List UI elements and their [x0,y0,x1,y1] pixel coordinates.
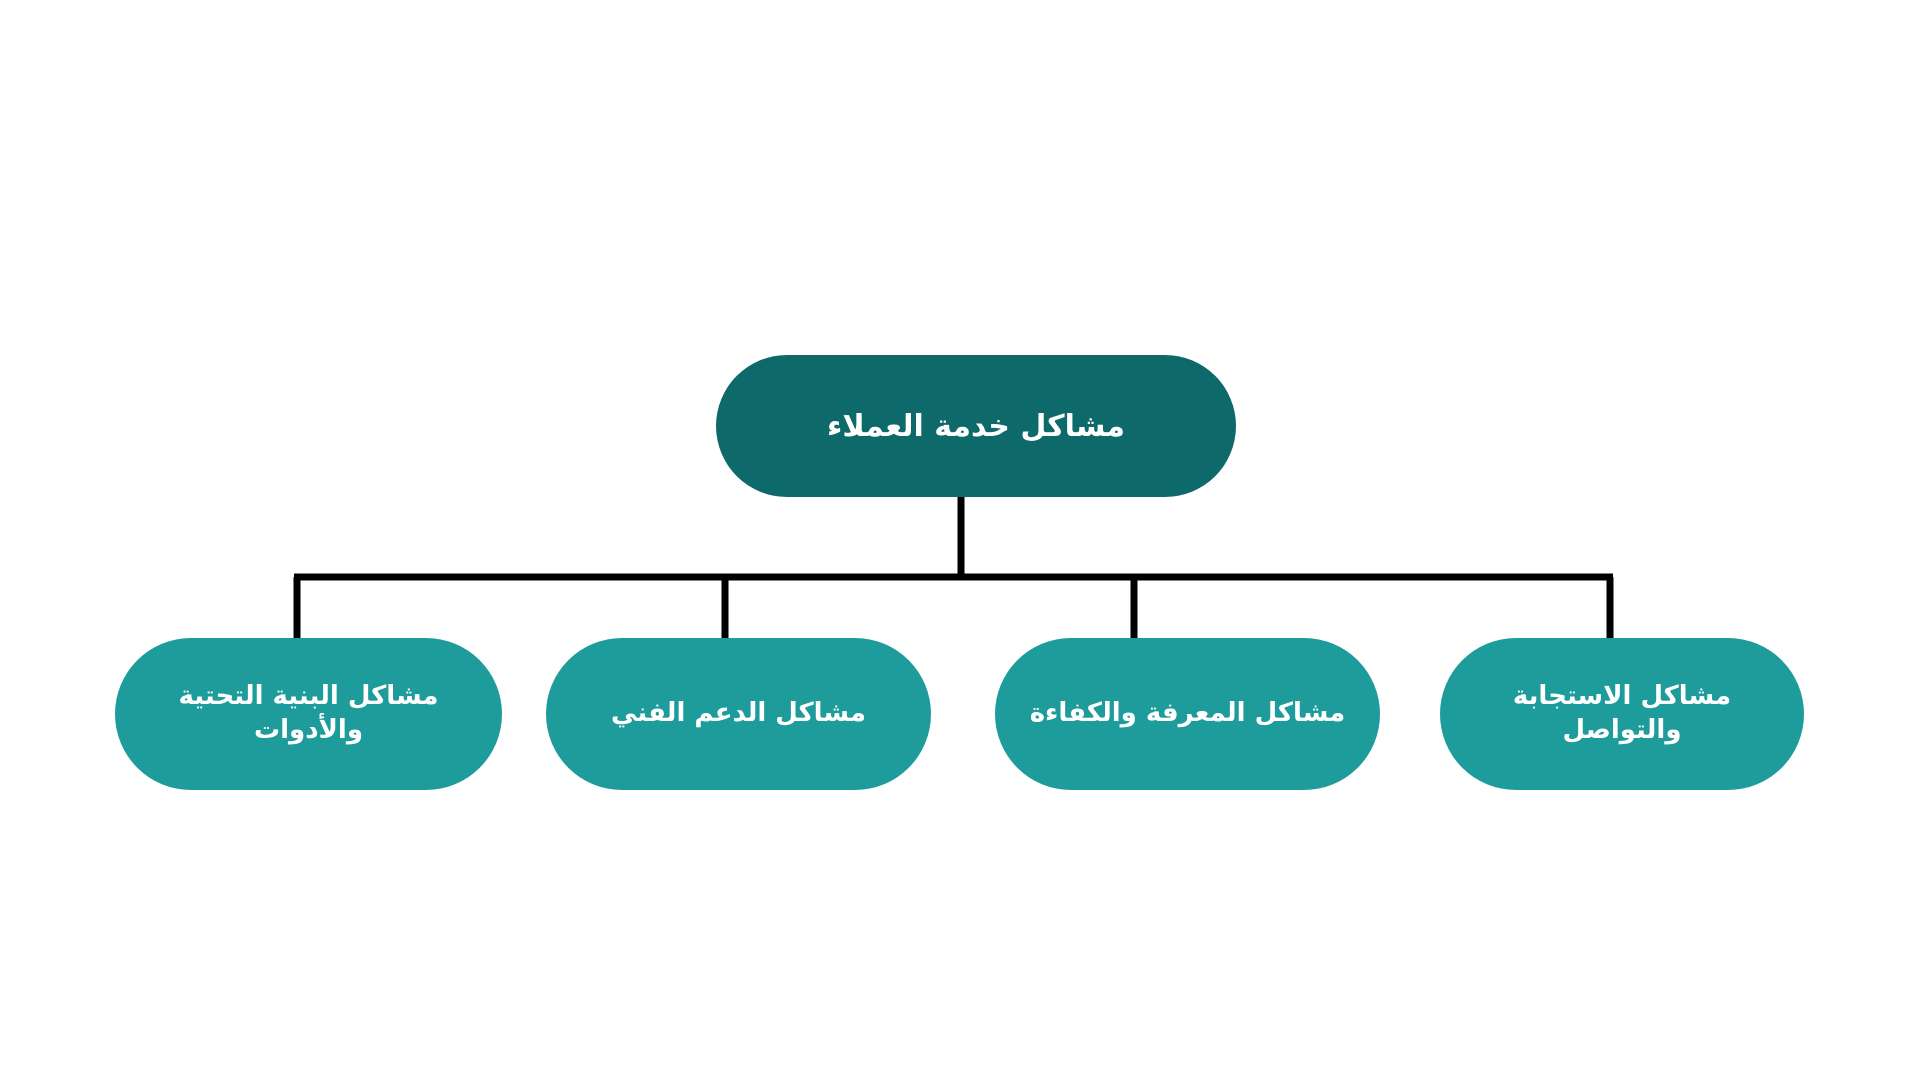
diagram-node-technical-support-label: مشاكل الدعم الفني [611,698,866,729]
diagram-node-knowledge-competence[interactable]: مشاكل المعرفة والكفاءة [995,638,1380,790]
diagram-node-response-communication-label: مشاكل الاستجابة والتواصل [1512,681,1732,745]
diagram-node-infrastructure-tools-label: مشاكل البنية التحتية والأدوات [178,681,439,745]
diagram-node-knowledge-competence-label: مشاكل المعرفة والكفاءة [1029,698,1346,729]
diagram-node-root-label: مشاكل خدمة العملاء [827,408,1125,444]
diagram-node-root[interactable]: مشاكل خدمة العملاء [716,355,1236,497]
diagram-node-technical-support[interactable]: مشاكل الدعم الفني [546,638,931,790]
diagram-node-response-communication[interactable]: مشاكل الاستجابة والتواصل [1440,638,1804,790]
diagram-node-infrastructure-tools[interactable]: مشاكل البنية التحتية والأدوات [115,638,502,790]
